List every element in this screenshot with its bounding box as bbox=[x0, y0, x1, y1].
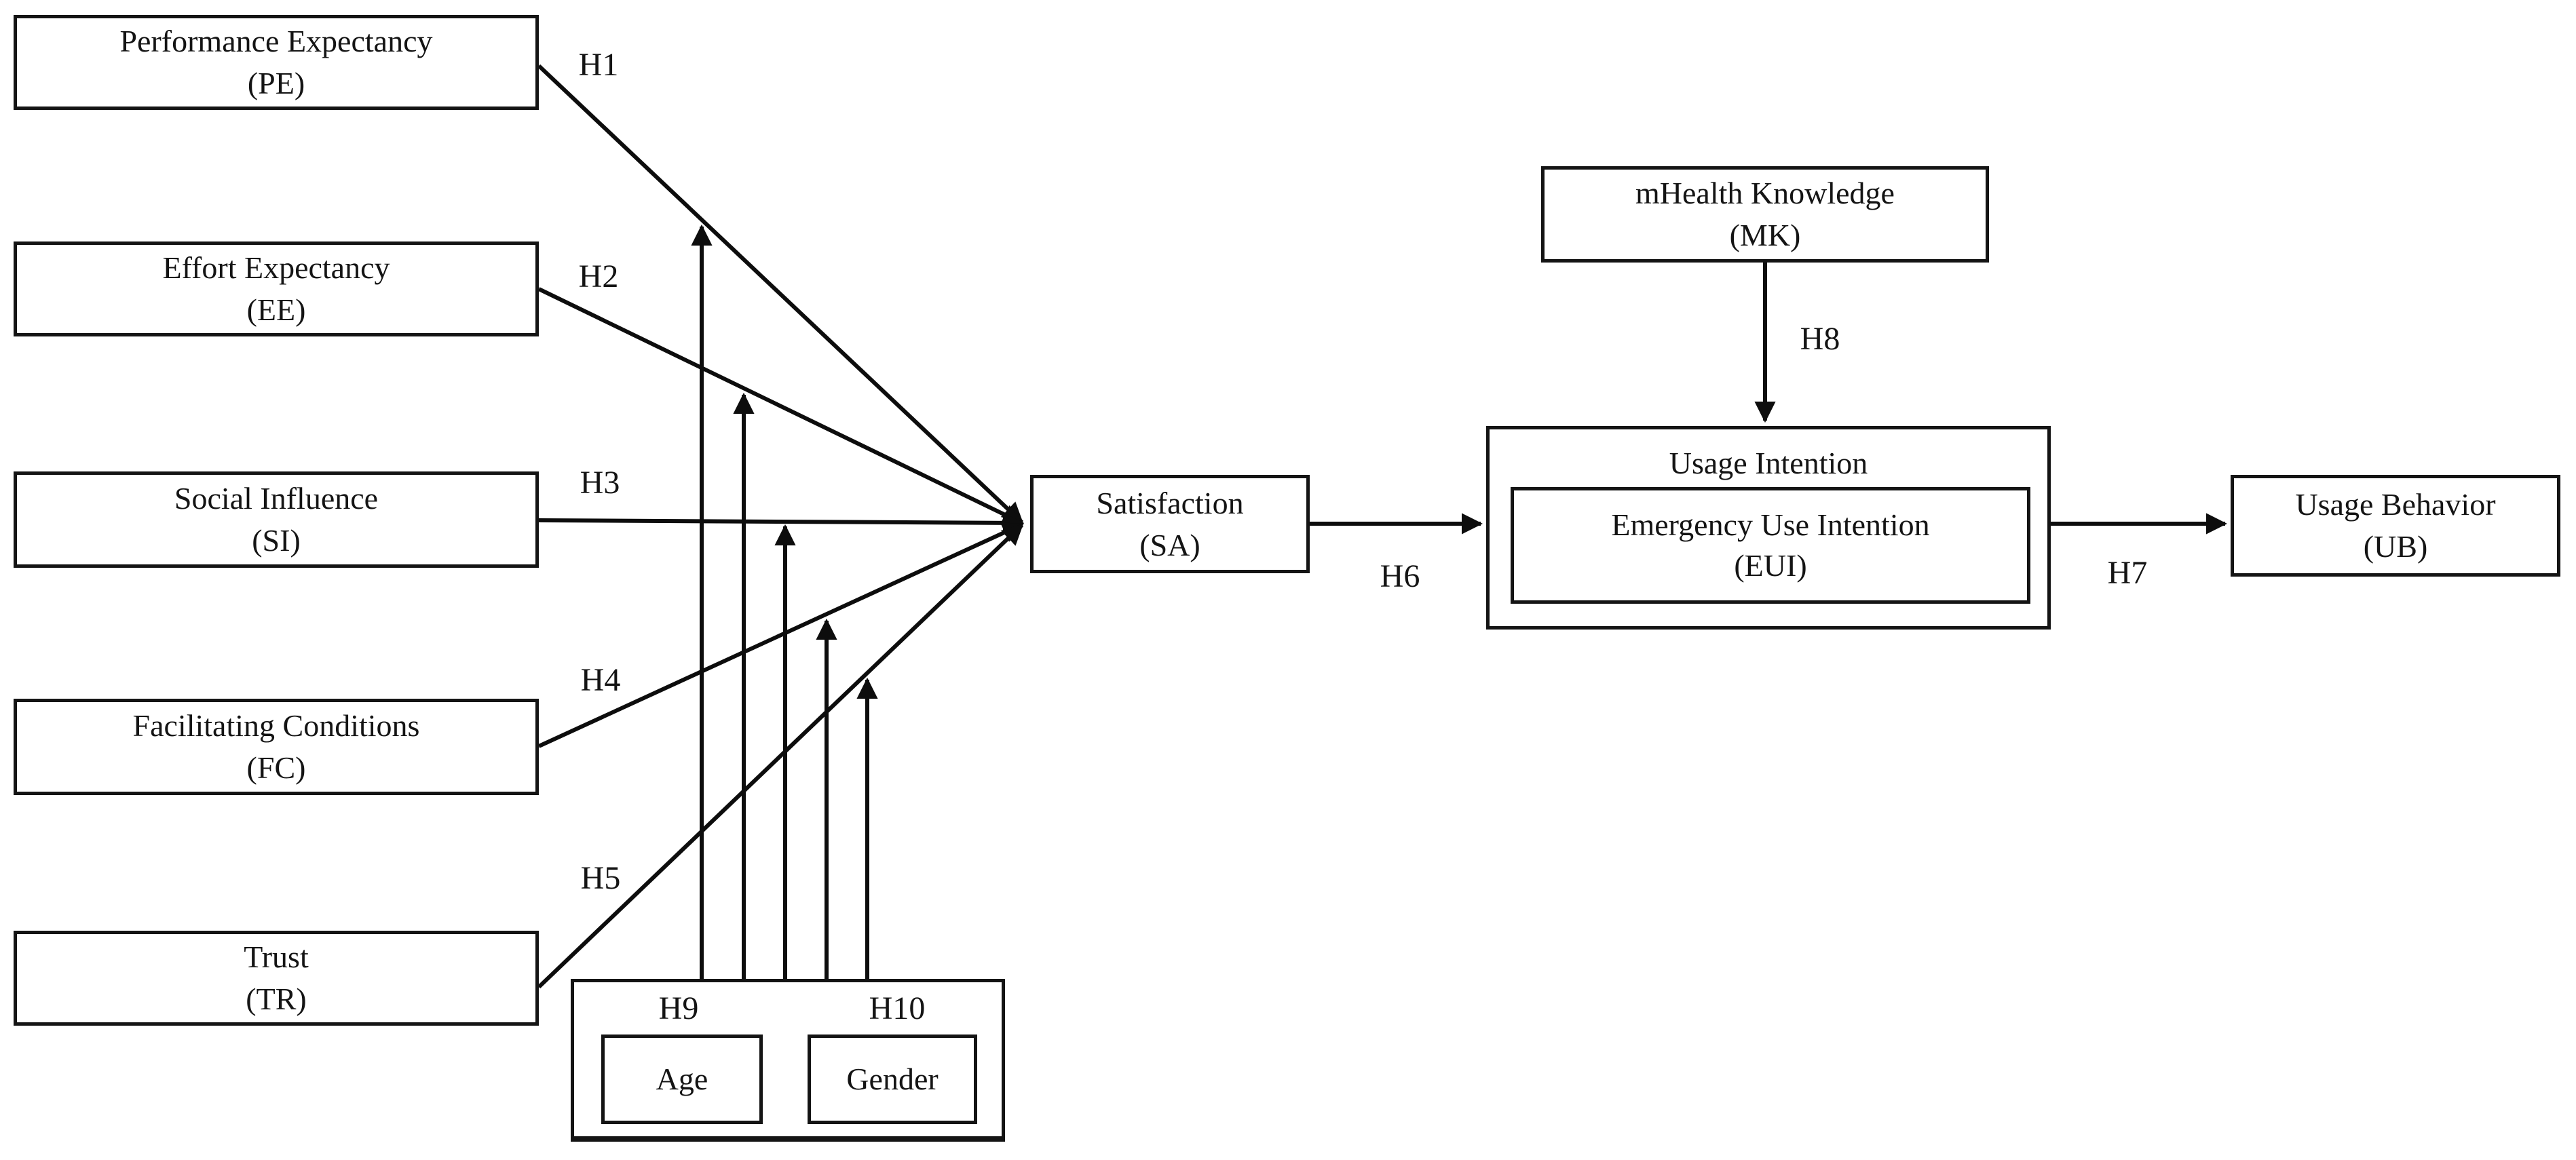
node-satisfaction: Satisfaction (SA) bbox=[1030, 475, 1310, 573]
hypothesis-label-h4: H4 bbox=[580, 662, 621, 698]
node-moderators-group: Age Gender bbox=[571, 979, 1005, 1142]
node-label: Facilitating Conditions bbox=[132, 708, 420, 743]
h2-arrow-ee-to-sa bbox=[537, 287, 1024, 525]
node-abbrev: (MK) bbox=[1729, 218, 1801, 252]
hypothesis-label-h2: H2 bbox=[578, 258, 619, 294]
node-abbrev: (EUI) bbox=[1734, 548, 1807, 583]
node-abbrev: (EE) bbox=[246, 292, 306, 327]
node-abbrev: (SA) bbox=[1139, 527, 1200, 562]
node-abbrev: (SI) bbox=[252, 523, 301, 558]
node-label: mHealth Knowledge bbox=[1635, 176, 1895, 210]
hypothesis-label-h9: H9 bbox=[658, 990, 699, 1026]
node-facilitating-conditions: Facilitating Conditions (FC) bbox=[14, 699, 539, 795]
node-usage-behavior: Usage Behavior (UB) bbox=[2231, 475, 2560, 577]
node-label: Usage Intention bbox=[1669, 446, 1868, 480]
node-mhealth-knowledge: mHealth Knowledge (MK) bbox=[1541, 166, 1989, 263]
node-age: Age bbox=[601, 1035, 763, 1124]
hypothesis-label-h3: H3 bbox=[580, 465, 620, 501]
node-abbrev: (FC) bbox=[246, 750, 306, 785]
node-label: Age bbox=[656, 1062, 708, 1096]
h3-arrow-si-to-sa bbox=[538, 512, 1025, 534]
node-performance-expectancy: Performance Expectancy (PE) bbox=[14, 15, 539, 110]
node-emergency-use-intention: Emergency Use Intention (EUI) bbox=[1511, 487, 2030, 604]
node-abbrev: (TR) bbox=[246, 982, 307, 1016]
hypothesis-label-h10: H10 bbox=[869, 990, 926, 1026]
node-label: Gender bbox=[846, 1062, 939, 1096]
hypothesis-label-h7: H7 bbox=[2107, 555, 2148, 591]
node-social-influence: Social Influence (SI) bbox=[14, 471, 539, 568]
node-label: Usage Behavior bbox=[2295, 487, 2496, 522]
hypothesis-label-h5: H5 bbox=[580, 860, 621, 896]
node-usage-intention-group: Usage Intention Emergency Use Intention … bbox=[1486, 426, 2051, 630]
node-label: Performance Expectancy bbox=[119, 24, 433, 58]
node-label: Satisfaction bbox=[1096, 485, 1244, 520]
h1-arrow-pe-to-sa bbox=[537, 64, 1024, 524]
node-trust: Trust (TR) bbox=[14, 931, 539, 1026]
hypothesis-label-h6: H6 bbox=[1380, 558, 1420, 594]
node-gender: Gender bbox=[808, 1035, 977, 1124]
hypothesis-label-h1: H1 bbox=[578, 47, 619, 83]
node-abbrev: (PE) bbox=[247, 66, 305, 100]
node-label: Social Influence bbox=[174, 481, 379, 516]
node-effort-expectancy: Effort Expectancy (EE) bbox=[14, 241, 539, 336]
hypothesis-label-h8: H8 bbox=[1800, 321, 1840, 357]
node-label: Trust bbox=[244, 940, 309, 974]
node-label: Effort Expectancy bbox=[162, 250, 390, 285]
h4-arrow-fc-to-sa bbox=[537, 522, 1024, 748]
node-label: Emergency Use Intention bbox=[1611, 507, 1930, 542]
h5-arrow-tr-to-sa bbox=[537, 523, 1024, 989]
node-abbrev: (UB) bbox=[2363, 529, 2428, 564]
